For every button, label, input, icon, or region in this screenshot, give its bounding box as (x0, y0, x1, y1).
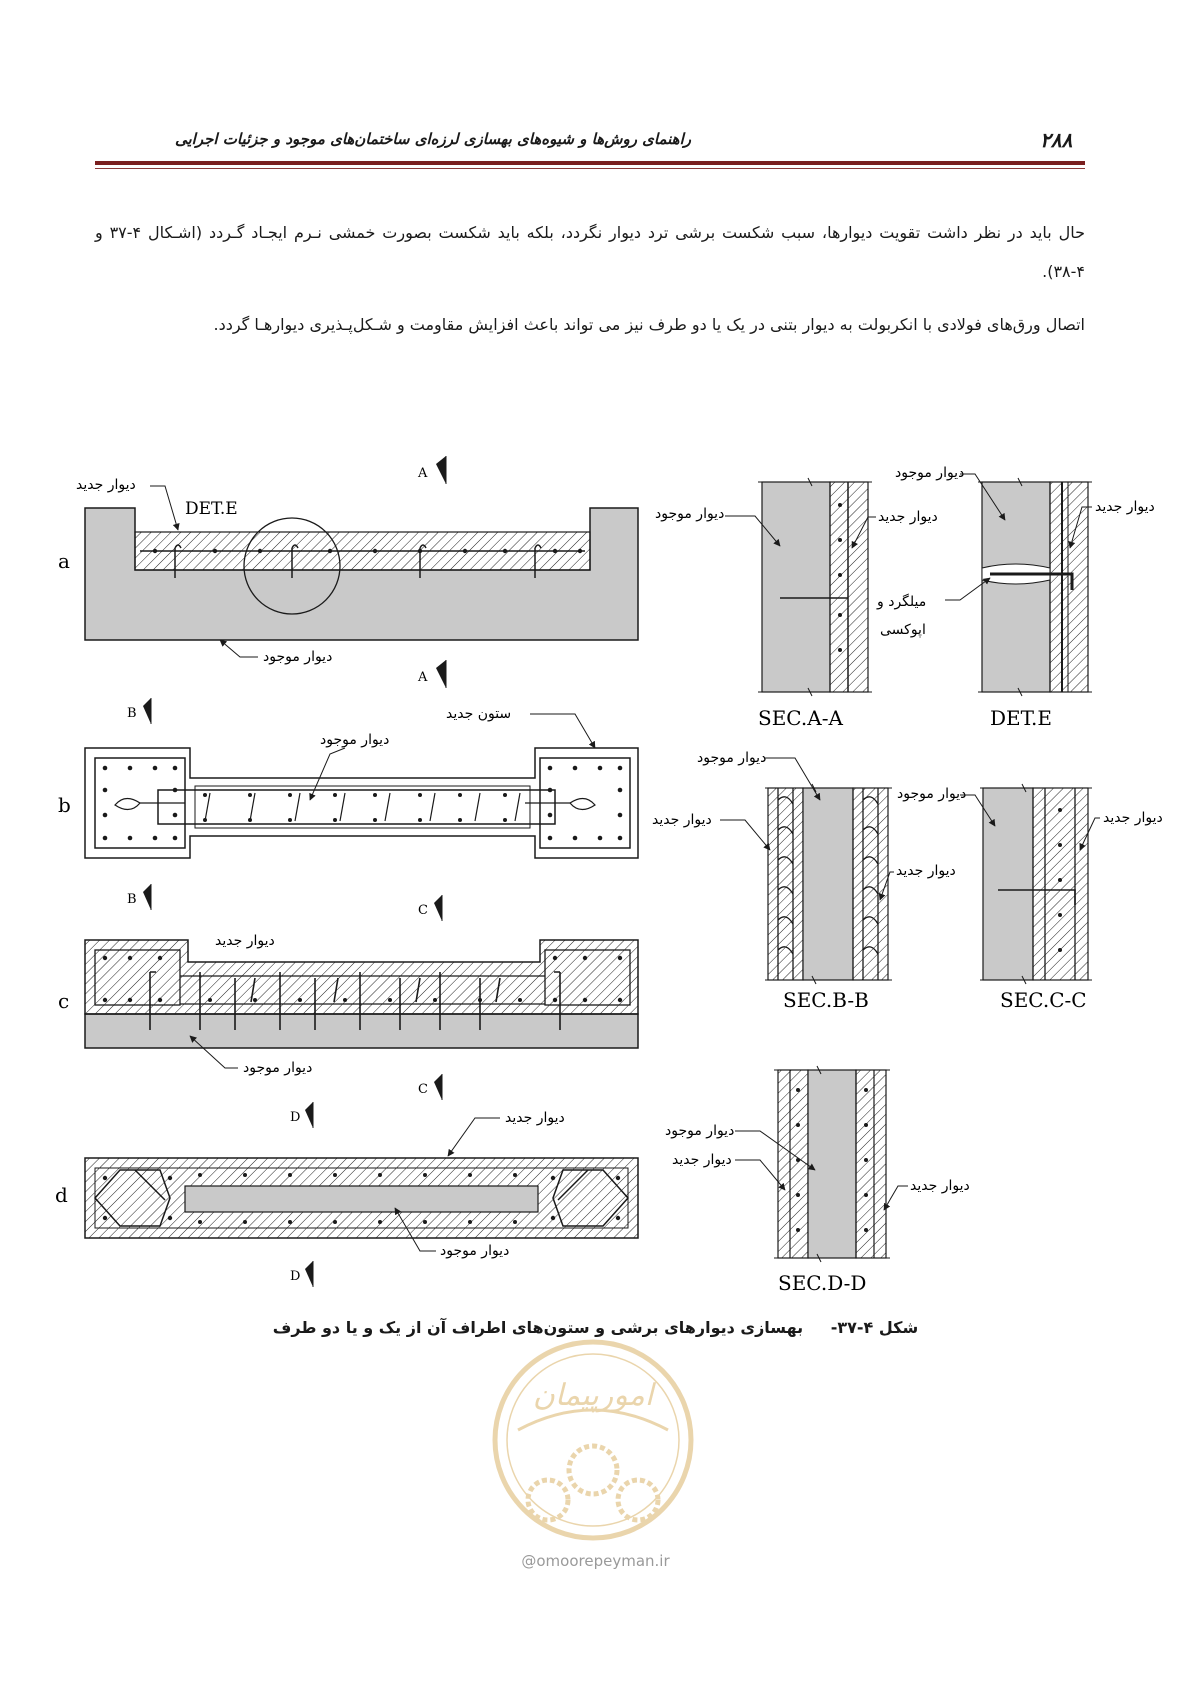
panel-a: a DET.E دیوار جدید دیوار موجود A A (58, 456, 639, 688)
label-new-wall-c: دیوار جدید (215, 933, 275, 949)
label-existing-wall-sec-aa: دیوار موجود (655, 506, 724, 522)
panel-c: c دیوار جدید دیوار موجود C C (58, 895, 639, 1100)
label-rebar-epoxy-2: اپوکسی (880, 622, 926, 638)
panel-letter-c: c (58, 989, 69, 1013)
detail-e: دیوار موجود دیوار جدید میلگرد و اپوکسی D… (876, 465, 1155, 730)
sec-aa-new-wall (829, 481, 869, 693)
sec-dd-new-wall-left (777, 1069, 809, 1259)
svg-text:A: A (417, 466, 428, 481)
panel-letter-b: b (58, 793, 71, 817)
new-column-outline-b (84, 747, 639, 859)
svg-text:C: C (418, 1082, 428, 1097)
page-number: ۲۸۸ (1040, 128, 1073, 152)
section-marker-a-bottom: A (417, 660, 447, 688)
label-new-wall-sec-bb-right: دیوار جدید (896, 863, 956, 879)
label-existing-wall-sec-dd: دیوار موجود (665, 1123, 734, 1139)
sec-cc-existing-wall (982, 787, 1034, 981)
sec-aa-title: SEC.A-A (758, 706, 843, 730)
existing-wall-plan-a (84, 507, 639, 641)
paragraph-1: حال باید در نظر داشت تقویت دیوارها، سبب … (95, 223, 1085, 281)
label-new-wall-sec-bb-left: دیوار جدید (652, 812, 712, 828)
label-existing-wall-sec-cc: دیوار موجود (897, 786, 966, 802)
new-wall-plan-c (84, 939, 639, 1015)
label-existing-wall-b: دیوار موجود (320, 732, 389, 748)
sec-cc-new-wall (1032, 787, 1089, 981)
section-marker-b-bottom: B (127, 884, 152, 910)
section-d-d: دیوار موجود دیوار جدید دیوار جدید SEC.D-… (665, 1065, 970, 1295)
svg-text:B: B (127, 892, 137, 907)
svg-text:B: B (127, 706, 137, 721)
label-existing-wall-a: دیوار موجود (263, 649, 332, 665)
sec-bb-new-wall-left (767, 787, 804, 981)
figure-caption: شکل ۴-۳۷- بهسازی دیوارهای برشی و ستون‌ها… (0, 1318, 1191, 1337)
section-b-b: دیوار موجود دیوار جدید دیوار جدید SEC.B-… (652, 750, 956, 1012)
label-new-wall-det-e: دیوار جدید (1095, 499, 1155, 515)
label-existing-wall-det-e: دیوار موجود (895, 465, 964, 481)
label-new-column-b: ستون جدید (446, 706, 511, 722)
header-rule (95, 161, 1085, 165)
paragraph-2: اتصال ورق‌های فولادی با انکربولت به دیوا… (213, 315, 1086, 334)
existing-wall-plan-c (84, 1013, 639, 1049)
section-marker-d-top: D (290, 1102, 314, 1128)
det-e-title: DET.E (990, 706, 1052, 730)
panel-letter-a: a (58, 549, 70, 573)
existing-wall-plan-b (157, 789, 556, 825)
panel-letter-d: d (55, 1183, 68, 1207)
sec-bb-existing-wall (802, 787, 854, 981)
caption-text: بهسازی دیوارهای برشی و ستون‌های اطراف آن… (272, 1318, 804, 1337)
sec-dd-existing-wall (807, 1069, 857, 1259)
label-new-wall-sec-cc: دیوار جدید (1103, 810, 1163, 826)
header-rule-thin (95, 168, 1085, 169)
label-existing-wall-d: دیوار موجود (440, 1243, 509, 1259)
det-e-new-wall (1049, 481, 1089, 693)
label-new-wall-d: دیوار جدید (505, 1110, 565, 1126)
running-title: راهنمای روش‌ها و شیوه‌های بهسازی لرزه‌ای… (174, 130, 691, 148)
sec-bb-new-wall-right (852, 787, 889, 981)
watermark-logo: امورپیمان (492, 1339, 694, 1541)
panel-d: d دیوار جدید دیوار موجود D D (55, 1102, 639, 1287)
detail-e-circle (243, 517, 341, 615)
label-new-wall-sec-dd-left: دیوار جدید (672, 1152, 732, 1168)
label-existing-wall-c: دیوار موجود (243, 1060, 312, 1076)
section-marker-c-top: C (418, 895, 443, 921)
svg-text:D: D (290, 1269, 300, 1284)
sec-dd-new-wall-right (855, 1069, 887, 1259)
label-new-wall-sec-aa: دیوار جدید (878, 509, 938, 525)
sec-dd-title: SEC.D-D (778, 1271, 866, 1295)
section-marker-c-bottom: C (418, 1074, 443, 1100)
svg-text:C: C (418, 903, 428, 918)
label-new-wall-sec-dd-right: دیوار جدید (910, 1178, 970, 1194)
svg-text:A: A (417, 670, 428, 685)
section-marker-b-top: B (127, 698, 152, 724)
det-e-existing-wall (981, 481, 1051, 693)
section-marker-d-bottom: D (290, 1261, 314, 1287)
section-marker-a-top: A (417, 456, 447, 484)
watermark-brand: امورپیمان (533, 1378, 657, 1413)
det-e-callout: DET.E (185, 499, 238, 519)
label-rebar-epoxy-1: میلگرد و (876, 593, 926, 610)
existing-wall-plan-d (184, 1185, 539, 1213)
sec-cc-title: SEC.C-C (1000, 988, 1087, 1012)
caption-number: شکل ۴-۳۷- (830, 1318, 919, 1337)
sec-aa-existing-wall (761, 481, 831, 693)
svg-text:D: D (290, 1110, 300, 1125)
label-new-wall-a: دیوار جدید (76, 477, 136, 493)
panel-b: b دیوار موجود ستون جدید B (58, 698, 639, 910)
label-existing-wall-sec-bb: دیوار موجود (697, 750, 766, 766)
watermark-url: @omoorepeyman.ir (521, 1552, 670, 1570)
section-a-a: دیوار موجود دیوار جدید SEC.A-A (655, 477, 938, 730)
section-c-c: دیوار موجود دیوار جدید SEC.C-C (897, 783, 1163, 1012)
sec-bb-title: SEC.B-B (783, 988, 869, 1012)
